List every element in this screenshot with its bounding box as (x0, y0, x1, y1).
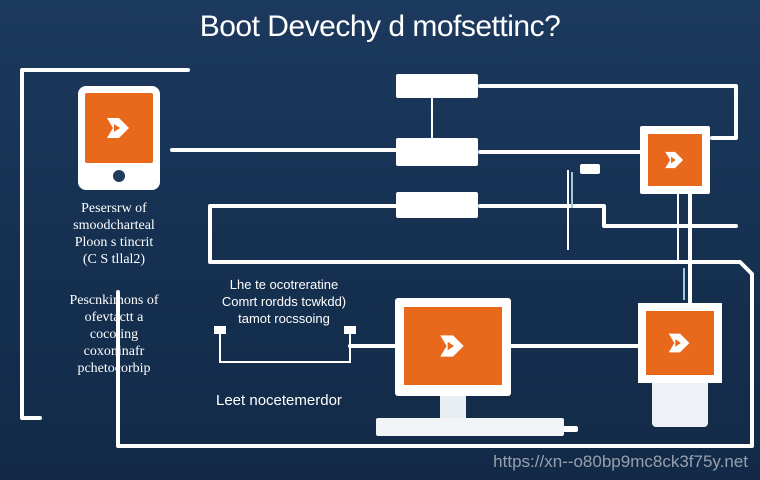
jack-right (344, 326, 356, 334)
secondary-monitor-screen (646, 311, 714, 375)
caption-line: Pescnkimons of (69, 293, 159, 308)
wire-top-loop (478, 84, 738, 140)
wire-middle-right (478, 204, 738, 228)
tablet-device (78, 86, 160, 190)
connector-box-lower (396, 192, 478, 218)
tablet-screen (85, 93, 153, 163)
left-caption-1: Pesersrw of smoodcharteal Ploon s tincri… (46, 200, 182, 268)
remote-device (640, 126, 710, 194)
wire-left-bracket (20, 68, 190, 420)
desktop-monitor (395, 298, 511, 396)
diagram-title: Boot Devechy d mofsettinc? (199, 10, 561, 43)
remote-device-screen (648, 134, 702, 186)
boot-arrow-icon (107, 118, 129, 138)
jack-left (214, 326, 226, 334)
left-caption-2: Pescnkimons of ofevtactt a cocoting coxo… (46, 292, 182, 377)
desktop-monitor-screen (404, 307, 502, 385)
middle-caption: Lhe te ocotreratine Comrt rordds tcwkdd)… (200, 276, 368, 327)
bottom-label: Leet nocetemerdor (216, 392, 342, 409)
boot-arrow-icon (668, 333, 690, 353)
caption-line: pchetocorbip (77, 361, 151, 376)
desktop-monitor-stand (440, 396, 466, 418)
boot-arrow-icon (665, 151, 684, 169)
plug-connector (580, 164, 600, 174)
wire-middle-loop (116, 204, 754, 448)
tablet-home-button (113, 170, 125, 182)
secondary-monitor-stand (652, 383, 708, 427)
connector-box-middle (396, 138, 478, 166)
caption-line: tamot rocssoing (238, 311, 330, 326)
connector-box-top (396, 74, 478, 98)
wire-bracket-mid (219, 330, 351, 363)
caption-line: Pesersrw of (81, 201, 147, 216)
caption-line: ofevtactt a (84, 310, 144, 325)
caption-line: Ploon s tincrit (74, 235, 154, 250)
caption-line: Comrt rordds tcwkdd) (221, 294, 347, 309)
caption-line: Lhe te ocotreratine (229, 277, 339, 292)
cable-tail (562, 426, 578, 432)
secondary-monitor (638, 303, 722, 383)
boot-arrow-icon (440, 335, 464, 357)
watermark-url: https://xn--o80bp9mc8ck3f75y.net (493, 452, 748, 471)
caption-line: (C S tllal2) (82, 252, 146, 267)
caption-line: smoodcharteal (73, 218, 155, 233)
keyboard (376, 418, 564, 436)
caption-line: cocoting (89, 327, 139, 342)
caption-line: coxoninafr (83, 344, 145, 359)
